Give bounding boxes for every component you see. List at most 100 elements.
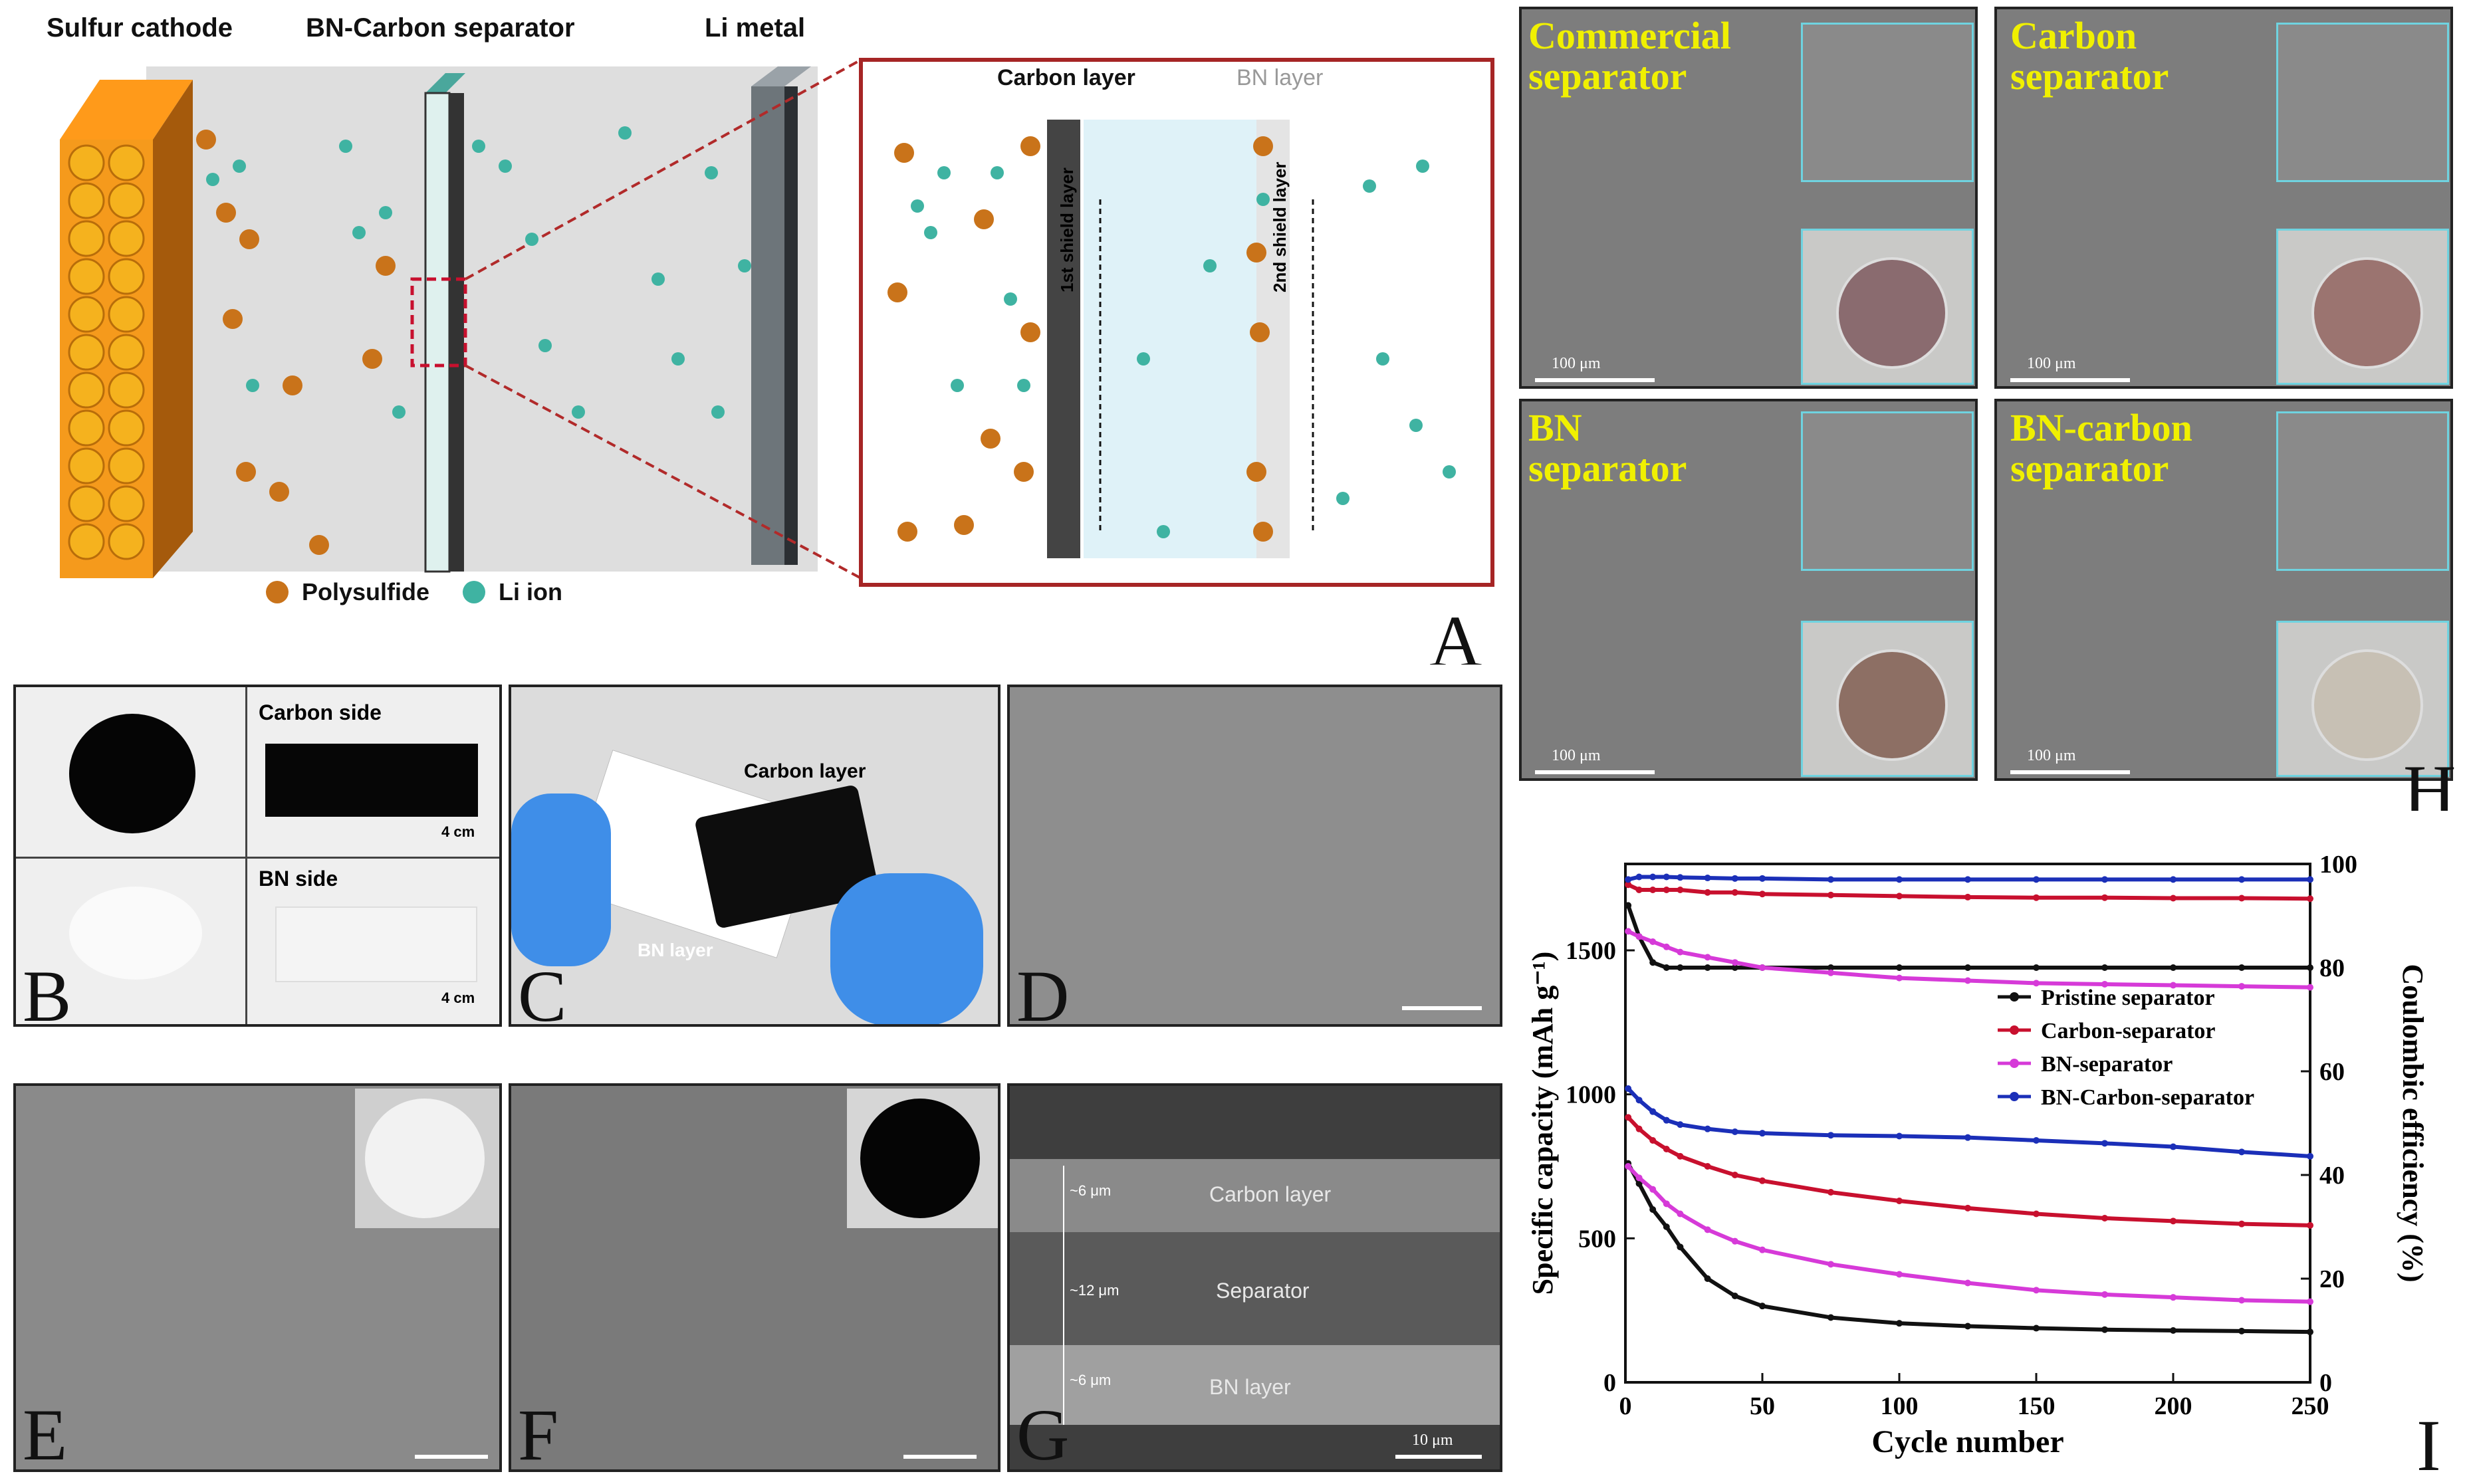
- polysulfide-particle: [894, 143, 914, 163]
- li-ion-particle: [246, 379, 259, 392]
- y-tick-label: 1500: [1566, 937, 1616, 965]
- cathode-particle: [108, 447, 145, 484]
- y2-tick-label: 40: [2319, 1162, 2345, 1190]
- coin-disc: [1836, 257, 1948, 369]
- capacity-point: [2307, 1328, 2313, 1336]
- capacity-point: [2033, 1137, 2040, 1144]
- li-ion-particle: [206, 173, 219, 186]
- ce-point: [2170, 982, 2177, 989]
- capacity-point: [1704, 1275, 1711, 1282]
- ce-point: [2238, 983, 2245, 990]
- ce-point: [1663, 943, 1670, 950]
- scalebar-label: 100 μm: [2027, 355, 2076, 372]
- x-tick-label: 150: [2018, 1392, 2056, 1420]
- panel-e: E: [13, 1083, 502, 1472]
- separator-band: [1010, 1232, 1500, 1345]
- capacity-point: [1625, 1085, 1632, 1092]
- li-ion-particle: [392, 405, 406, 419]
- li-ion-particle: [525, 233, 538, 246]
- polysulfide-particle: [974, 209, 994, 229]
- capacity-point: [1649, 1108, 1657, 1115]
- ce-point: [2101, 980, 2108, 988]
- thickness-3: ~6 μm: [1070, 1372, 1112, 1388]
- ce-point: [2170, 895, 2177, 902]
- ce-point: [1649, 938, 1657, 945]
- cathode-particle: [108, 485, 145, 522]
- panel-c-letter: C: [518, 956, 567, 1027]
- capacity-point: [1663, 1116, 1670, 1124]
- ce-point: [2033, 876, 2040, 883]
- polysulfide-particle: [897, 522, 917, 542]
- ce-line: [1627, 875, 2310, 882]
- y-axis-label: Specific capacity (mAh g⁻¹): [1526, 952, 1559, 1295]
- capacity-point: [2170, 1218, 2177, 1225]
- li-ion-particle: [991, 166, 1004, 179]
- ce-point: [2033, 894, 2040, 901]
- capacity-point: [1704, 1163, 1711, 1170]
- coin-disc: [1836, 649, 1948, 761]
- panel-g-letter: G: [1016, 1394, 1070, 1472]
- ce-point: [1649, 887, 1657, 893]
- bn-film: [275, 906, 477, 982]
- ce-line: [1627, 883, 2311, 901]
- capacity-point: [1635, 1125, 1643, 1132]
- ce-point: [2238, 895, 2245, 902]
- ce-line: [1627, 929, 2311, 990]
- li-ion-particle: [924, 226, 937, 239]
- ce-point: [2101, 876, 2108, 883]
- capacity-point: [1896, 1198, 1903, 1204]
- scalebar: [1535, 770, 1655, 774]
- li-ion-particle: [379, 206, 392, 219]
- cathode-particle: [108, 144, 145, 181]
- cathode-particle: [68, 258, 105, 295]
- panel-a-letter: A: [1429, 601, 1482, 665]
- cathode-particle: [68, 447, 105, 484]
- li-ion-particle: [937, 166, 951, 179]
- panel-f-letter: F: [518, 1394, 559, 1472]
- capacity-point: [1649, 1206, 1657, 1213]
- capacity-line: [1626, 1087, 2311, 1158]
- inset-disc-photo: [847, 1089, 998, 1228]
- scalebar: [415, 1455, 488, 1459]
- li-ion-particle: [572, 405, 585, 419]
- polysulfide-particle: [1246, 462, 1266, 482]
- y2-tick-label: 60: [2319, 1058, 2345, 1086]
- ce-point: [1663, 887, 1670, 893]
- ce-point: [1704, 954, 1711, 961]
- capacity-point: [1964, 1204, 1971, 1212]
- panel-i-letter: I: [2416, 1405, 2441, 1484]
- panel-d-letter: D: [1016, 956, 1070, 1027]
- li-ion-particle: [1363, 179, 1376, 193]
- coin-photo: [2276, 621, 2449, 777]
- capacity-point: [1635, 1097, 1643, 1104]
- ce-point: [2307, 964, 2313, 971]
- capacity-point: [1964, 1279, 1971, 1287]
- capacity-line: [1626, 1162, 2311, 1334]
- cathode-particle: [68, 220, 105, 257]
- ce-point: [2238, 964, 2245, 971]
- capacity-point: [1759, 1130, 1766, 1137]
- capacity-point: [2307, 1298, 2313, 1305]
- cathode-particle: [108, 371, 145, 409]
- thickness-arrow: [1063, 1166, 1064, 1425]
- li-ion-particle: [618, 126, 632, 140]
- ce-point: [1635, 873, 1643, 881]
- ce-point: [1704, 875, 1711, 882]
- coin-photo: [1801, 229, 1974, 385]
- panel-a: Sulfur cathode BN-Carbon separator Li me…: [13, 13, 1502, 665]
- sem-bn-carbon: BN-carbon separator 100 μm: [1994, 399, 2453, 781]
- ce-point: [2307, 895, 2313, 902]
- tile-label: BN-carbon separator: [2010, 406, 2192, 490]
- carbon-side-label: Carbon side: [259, 700, 382, 724]
- polysulfide-particle: [1253, 136, 1273, 156]
- panel-b: Carbon side 4 cm BN side 4 cm B: [13, 685, 502, 1027]
- li-metal-label: Li metal: [705, 13, 806, 43]
- cathode-particle: [108, 258, 145, 295]
- scalebar: [2010, 770, 2130, 774]
- polysulfide-particle: [887, 282, 907, 302]
- ce-point: [1964, 977, 1971, 984]
- ce-point: [1663, 964, 1670, 971]
- polysulfide-particle: [283, 375, 302, 395]
- cathode-particle: [108, 182, 145, 219]
